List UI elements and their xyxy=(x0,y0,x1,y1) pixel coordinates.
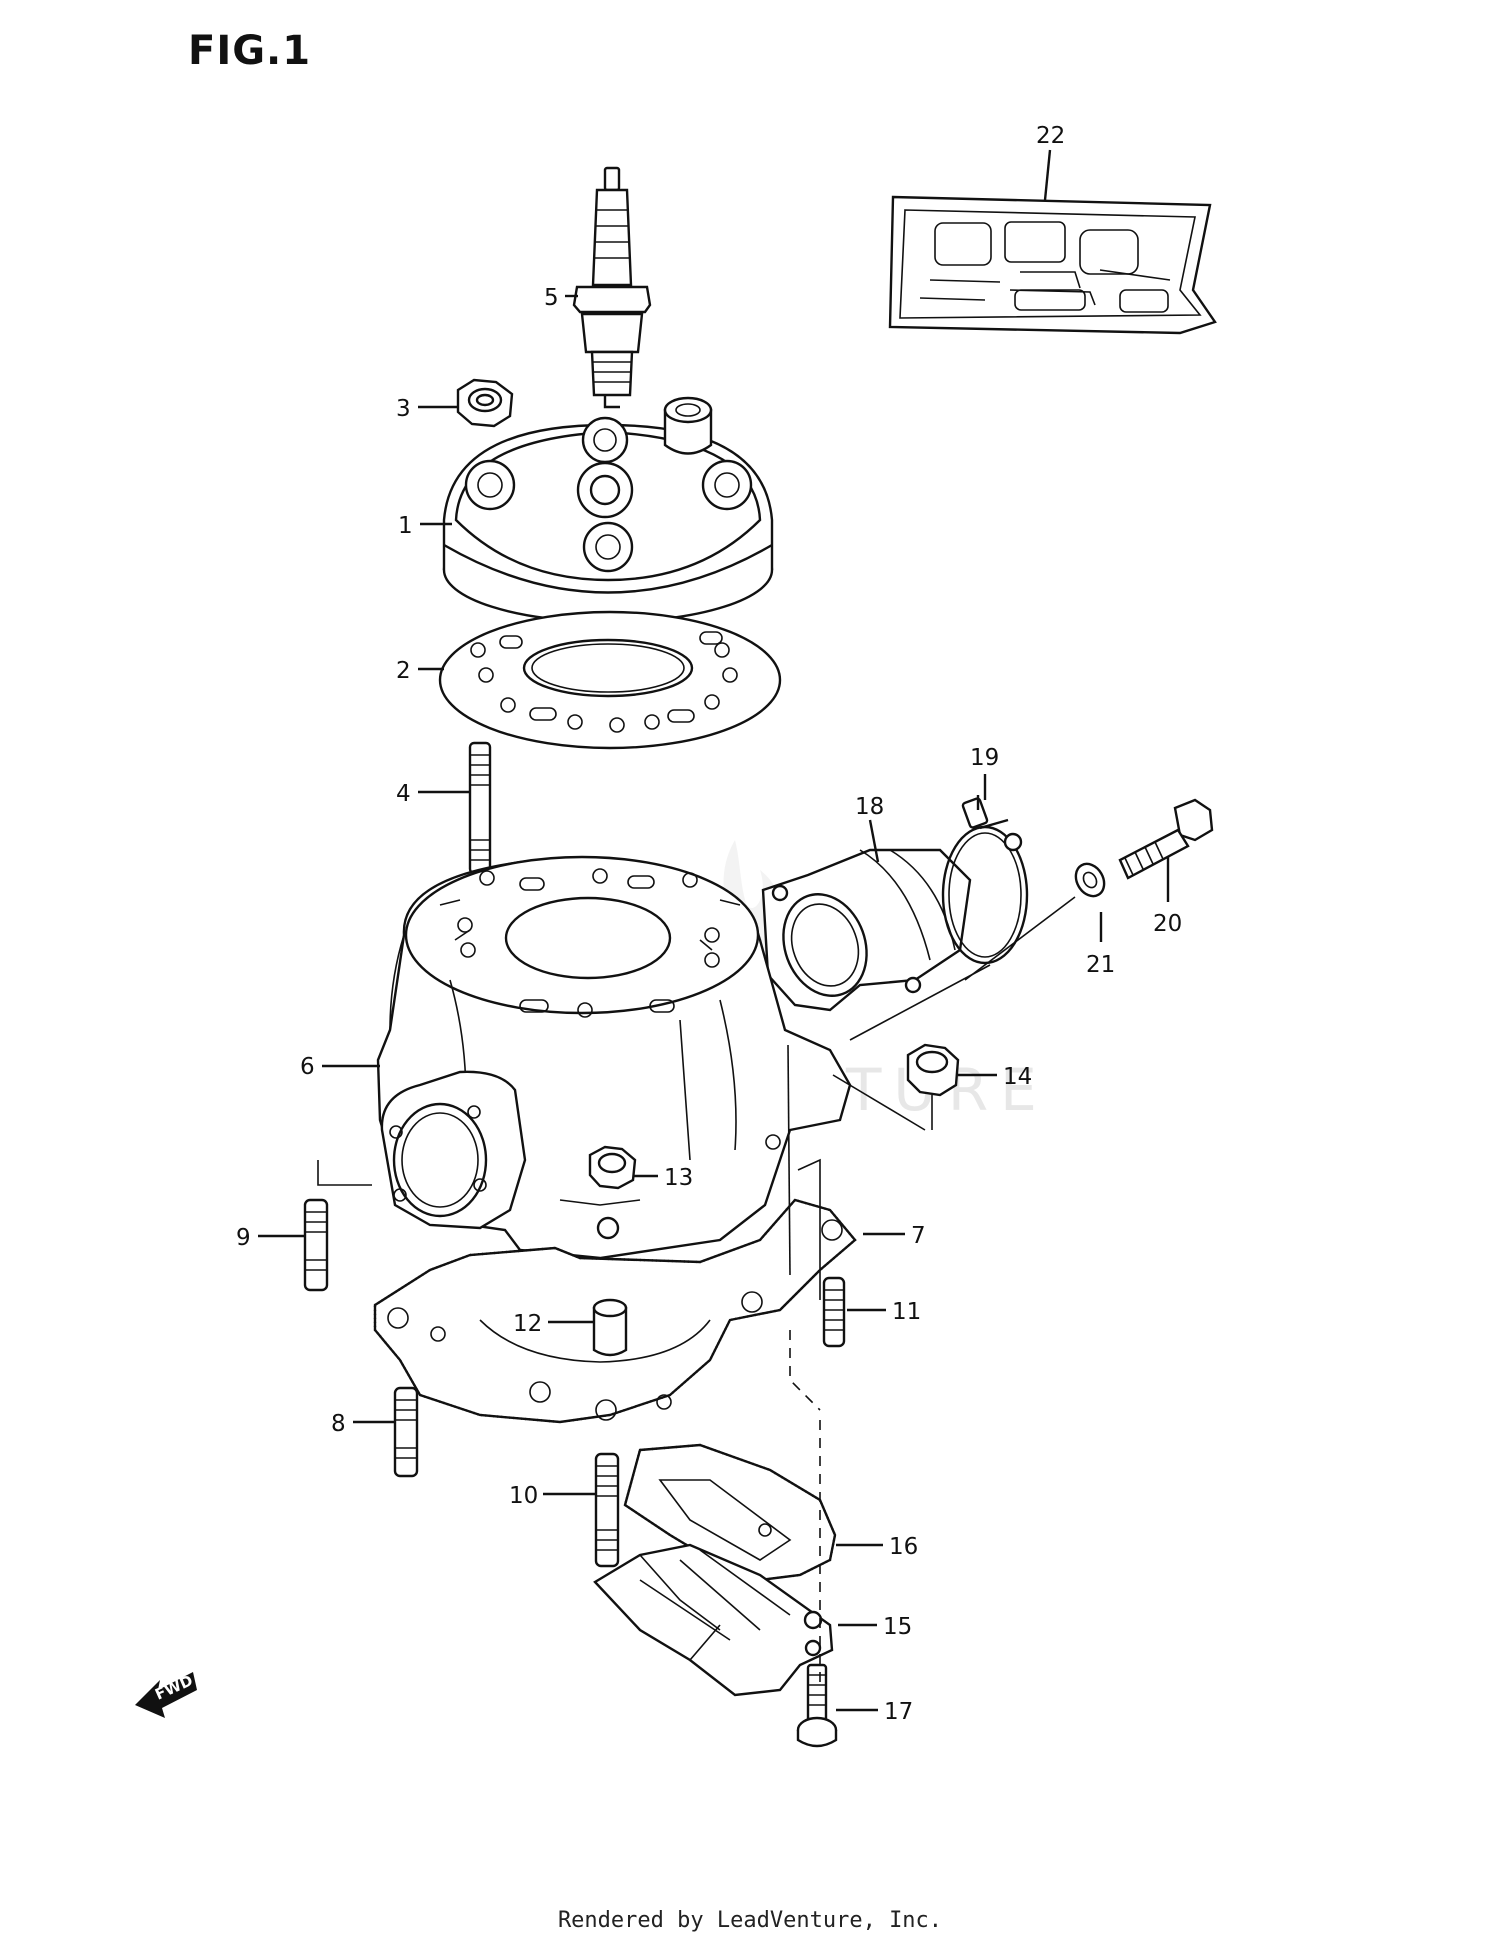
callout-20: 20 xyxy=(1153,911,1182,937)
gasket-set-22 xyxy=(888,195,1217,335)
cylinder-6 xyxy=(376,855,852,1260)
callout-8: 8 xyxy=(331,1411,346,1437)
figure-title: FIG.1 xyxy=(188,28,312,74)
callout-3: 3 xyxy=(396,396,411,422)
callout-2: 2 xyxy=(396,658,411,684)
stud-11 xyxy=(822,1276,846,1348)
callout-5: 5 xyxy=(544,285,559,311)
callout-7: 7 xyxy=(911,1223,926,1249)
callout-12: 12 xyxy=(513,1311,542,1337)
alignment-lines xyxy=(317,896,1076,1690)
nut-13 xyxy=(588,1145,637,1190)
washer-21 xyxy=(1074,862,1106,898)
stud-9 xyxy=(303,1198,329,1292)
spark-plug-5 xyxy=(572,166,652,409)
bolt-20 xyxy=(1118,798,1214,880)
forward-direction-icon: FWD xyxy=(135,1671,197,1718)
callout-22: 22 xyxy=(1036,123,1065,149)
head-gasket-2 xyxy=(438,610,782,750)
callout-21: 21 xyxy=(1086,952,1115,978)
callout-6: 6 xyxy=(300,1054,315,1080)
nut-14 xyxy=(906,1043,960,1097)
callout-labels: 1 2 3 4 5 6 7 8 9 10 11 12 13 14 15 16 1… xyxy=(236,123,1182,1725)
footer-credit: Rendered by LeadVenture, Inc. xyxy=(557,1908,943,1933)
head-nut-3 xyxy=(456,378,514,428)
callout-19: 19 xyxy=(970,745,999,771)
callout-18: 18 xyxy=(855,794,884,820)
callout-4: 4 xyxy=(396,781,411,807)
callout-14: 14 xyxy=(1003,1064,1032,1090)
stud-10 xyxy=(594,1452,620,1568)
leader-lines xyxy=(258,149,1170,1712)
bolt-17 xyxy=(796,1663,838,1748)
callout-10: 10 xyxy=(509,1483,538,1509)
cylinder-head-1 xyxy=(442,396,774,624)
callout-1: 1 xyxy=(398,513,413,539)
stud-8 xyxy=(393,1386,419,1478)
callout-13: 13 xyxy=(664,1165,693,1191)
callout-15: 15 xyxy=(883,1614,912,1640)
callout-9: 9 xyxy=(236,1225,251,1251)
reed-valve-15 xyxy=(593,1543,834,1697)
callout-17: 17 xyxy=(884,1699,913,1725)
head-stud-4 xyxy=(468,741,492,875)
dowel-pin-12 xyxy=(592,1298,628,1357)
reed-gasket-16 xyxy=(623,1443,837,1582)
intake-pipe-18 xyxy=(761,848,972,1012)
callout-16: 16 xyxy=(889,1534,918,1560)
callout-11: 11 xyxy=(892,1299,921,1325)
clamp-19 xyxy=(941,795,1029,965)
